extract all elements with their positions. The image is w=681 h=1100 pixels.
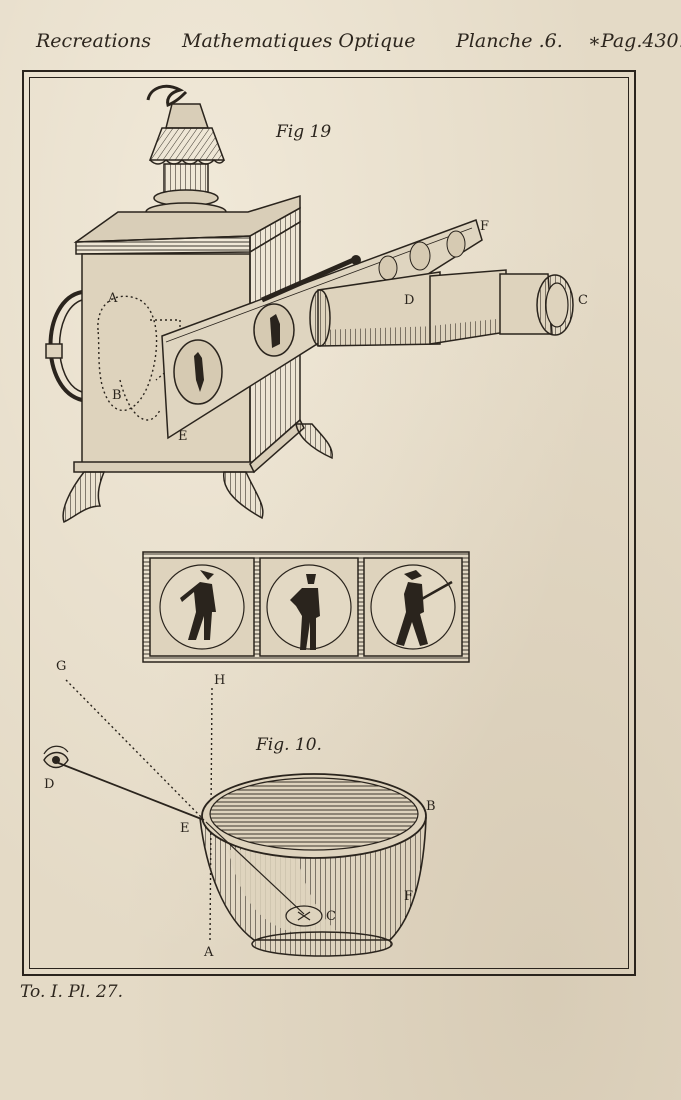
fig10-title: Fig. 10. <box>255 735 322 755</box>
fig10-label-d: D <box>44 777 54 792</box>
magic-lantern-illustration: Fig 19 A B C D E F <box>45 84 588 524</box>
fig19-label-c: C <box>578 293 588 308</box>
header-page-number: ∗Pag.430. <box>588 30 681 52</box>
plate-frame-inner <box>29 77 629 969</box>
fig10-label-b: B <box>426 799 436 814</box>
fig10-label-g: G <box>56 659 66 674</box>
fig10-label-e: E <box>180 821 190 836</box>
fig10-label-c: C <box>326 909 336 924</box>
plate-reference: To. I. Pl. 27. <box>20 982 124 1002</box>
header-planche: Planche .6. <box>456 30 563 52</box>
slide-strip-illustration <box>142 551 470 663</box>
page-header: Recreations Mathematiques Optique Planch… <box>0 30 681 60</box>
fig19-label-a: A <box>107 291 118 306</box>
fig19-label-d: D <box>404 293 414 308</box>
header-title-left: Recreations <box>36 30 151 52</box>
fig10-label-a: A <box>203 945 214 960</box>
fig10-label-h: H <box>214 673 225 688</box>
fig19-label-e: E <box>178 429 188 444</box>
bowl-optics-illustration: Fig. 10. G H D E B C F A <box>43 659 436 960</box>
fig10-label-f: F <box>404 889 413 904</box>
fig19-label-b: B <box>112 388 122 403</box>
header-title-middle: Mathematiques Optique <box>182 30 416 52</box>
fig19-title: Fig 19 <box>275 122 331 142</box>
fig19-label-f: F <box>480 219 489 234</box>
plate-frame-outer <box>22 70 636 976</box>
